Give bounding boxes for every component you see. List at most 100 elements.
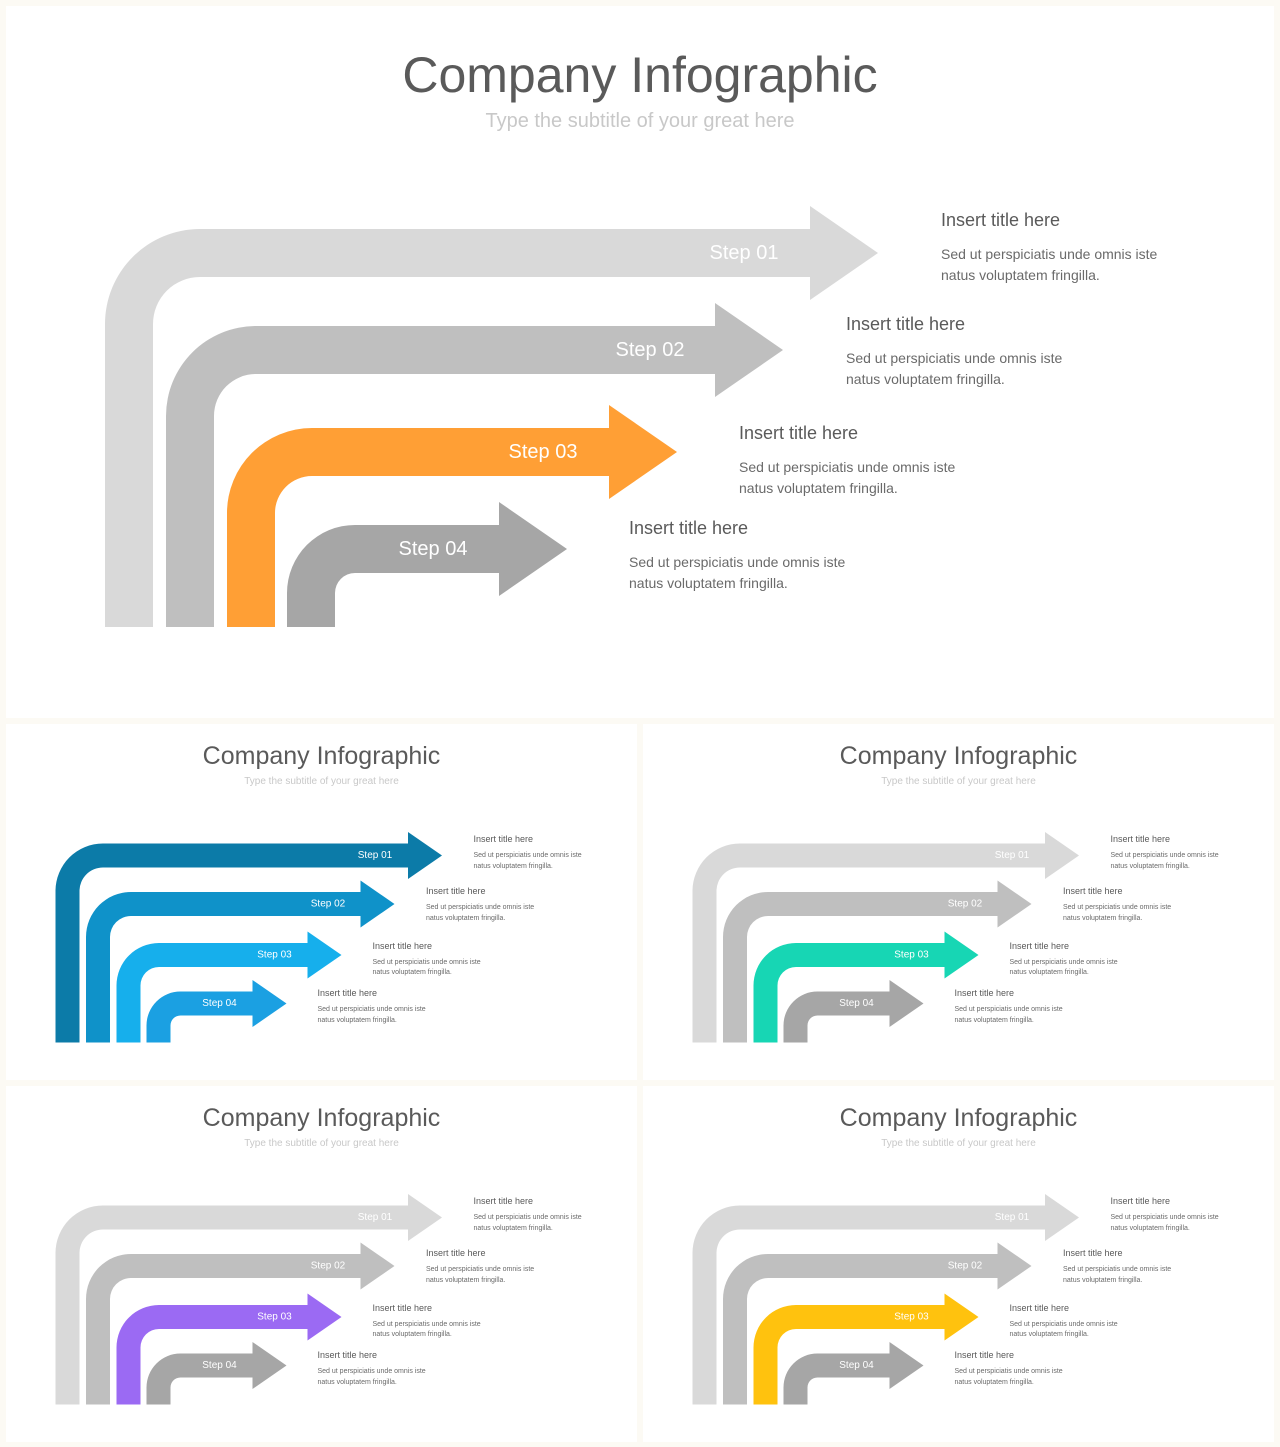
step-title-3: Insert title here [1009,940,1070,951]
step-arrow-4 [783,1342,924,1405]
step-arrow-4 [146,1342,287,1405]
step-title-2: Insert title here [426,886,486,896]
step-title-3: Insert title here [372,1302,433,1313]
step-label-3: Step 03 [509,441,578,463]
arrow-diagram: Step 01 Step 02 Step 03 Step 04 [55,832,442,1043]
step-label-3: Step 03 [894,1312,929,1323]
slide-variant-yellow: Company Infographic Type the subtitle of… [643,1086,1274,1442]
step-label-1: Step 01 [995,1212,1030,1223]
slide-subtitle: Type the subtitle of your great here [881,776,1036,787]
step-arrow-4 [783,980,924,1043]
step-arrow-2 [166,303,783,627]
step-title-4: Insert title here [629,518,749,538]
step-label-1: Step 01 [710,242,779,264]
step-arrow-2 [723,880,1032,1043]
step-title-1: Insert title here [1110,1196,1171,1206]
step-label-1: Step 01 [358,1212,393,1223]
slide-main: Company Infographic Type the subtitle of… [6,6,1274,718]
step-arrow-1 [692,1194,1079,1405]
step-title-2: Insert title here [1063,886,1123,896]
step-title-1: Insert title here [473,834,534,844]
step-title-3: Insert title here [739,423,859,443]
step-label-3: Step 03 [894,950,929,961]
step-arrow-3 [116,1293,342,1405]
arrow-diagram: Step 01 Step 02 Step 03 Step 04 [55,1194,442,1405]
slide-title: Company Infographic [202,742,441,770]
step-arrow-3 [116,931,342,1043]
step-arrow-2 [723,1242,1032,1405]
step-arrow-4 [287,502,567,627]
step-arrow-1 [55,832,442,1043]
step-title-2: Insert title here [1063,1248,1123,1258]
step-label-4: Step 04 [202,1360,237,1371]
step-label-2: Step 02 [948,1261,983,1272]
arrow-diagram: Step 01 Step 02 Step 03 Step 04 [105,206,878,627]
slide-title: Company Infographic [402,47,878,103]
step-arrow-4 [146,980,287,1043]
slide-subtitle: Type the subtitle of your great here [881,1138,1036,1149]
step-label-2: Step 02 [616,339,685,361]
step-arrow-3 [753,931,979,1043]
slide-title: Company Infographic [839,742,1078,770]
step-label-4: Step 04 [839,998,874,1009]
slide-subtitle: Type the subtitle of your great here [244,776,399,787]
step-label-2: Step 02 [311,1261,346,1272]
step-label-4: Step 04 [839,1360,874,1371]
step-label-2: Step 02 [948,899,983,910]
step-title-3: Insert title here [1009,1302,1070,1313]
step-label-1: Step 01 [995,850,1030,861]
step-title-4: Insert title here [317,1350,378,1360]
step-label-4: Step 04 [202,998,237,1009]
step-arrow-3 [753,1293,979,1405]
step-arrow-2 [86,1242,395,1405]
arrow-diagram: Step 01 Step 02 Step 03 Step 04 [692,832,1079,1043]
step-label-2: Step 02 [311,899,346,910]
step-label-1: Step 01 [358,850,393,861]
slide-title: Company Infographic [202,1104,441,1132]
step-label-3: Step 03 [257,950,292,961]
slide-variant-teal: Company Infographic Type the subtitle of… [643,724,1274,1080]
step-label-4: Step 04 [399,538,468,560]
slide-subtitle: Type the subtitle of your great here [244,1138,399,1149]
slide-variant-purple: Company Infographic Type the subtitle of… [6,1086,637,1442]
step-title-1: Insert title here [473,1196,534,1206]
slide-variant-blue: Company Infographic Type the subtitle of… [6,724,637,1080]
step-label-3: Step 03 [257,1312,292,1323]
step-arrow-1 [105,206,878,627]
step-title-1: Insert title here [941,210,1061,230]
step-title-4: Insert title here [317,988,378,998]
step-arrow-3 [227,405,677,627]
step-arrow-1 [55,1194,442,1405]
step-arrow-2 [86,880,395,1043]
arrow-diagram: Step 01 Step 02 Step 03 Step 04 [692,1194,1079,1405]
step-title-2: Insert title here [426,1248,486,1258]
step-title-3: Insert title here [372,940,433,951]
slide-subtitle: Type the subtitle of your great here [485,110,795,132]
step-title-4: Insert title here [954,988,1015,998]
step-title-1: Insert title here [1110,834,1171,844]
step-title-2: Insert title here [846,314,966,334]
step-arrow-1 [692,832,1079,1043]
step-title-4: Insert title here [954,1350,1015,1360]
slide-title: Company Infographic [839,1104,1078,1132]
